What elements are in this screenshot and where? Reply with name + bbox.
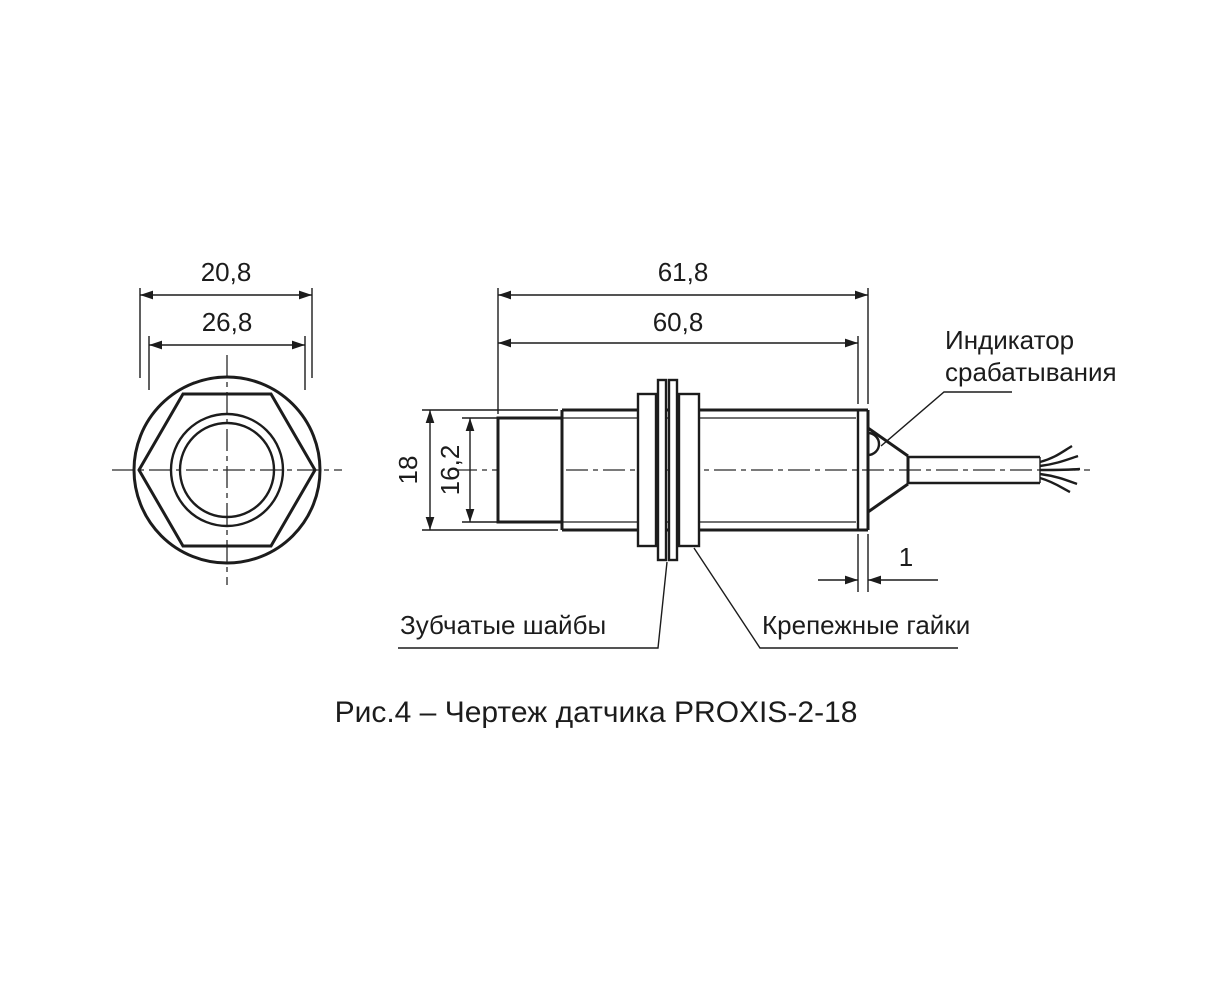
nuts-leader-line xyxy=(693,547,958,649)
callout-indicator: Индикатор срабатывания xyxy=(880,325,1117,447)
nuts-label: Крепежные гайки xyxy=(762,610,970,640)
dim-length-total-label: 61,8 xyxy=(658,257,709,287)
side-view: 61,8 60,8 18 16,2 xyxy=(393,257,1117,649)
dim-length-body-label: 60,8 xyxy=(653,307,704,337)
mounting-nut-left xyxy=(636,392,658,548)
front-face-circle-inner xyxy=(178,421,276,519)
indicator-leader-line xyxy=(880,391,1012,447)
front-outer-circle xyxy=(132,375,322,565)
dimension-length-body: 60,8 xyxy=(498,307,859,404)
dim-diameter-body-label: 18 xyxy=(393,456,423,485)
washers-leader-line xyxy=(398,561,668,649)
rear-cap xyxy=(867,426,910,514)
dimension-diameter-face: 16,2 xyxy=(435,417,500,523)
figure-caption: Рис.4 – Чертеж датчика PROXIS-2-18 xyxy=(335,696,858,729)
sensing-face-block xyxy=(496,416,564,524)
toothed-washer-1 xyxy=(656,378,668,562)
toothed-washer-2 xyxy=(667,378,679,562)
hex-nut-outline xyxy=(137,392,317,548)
led-indicator-dome xyxy=(867,431,881,457)
sensor-body xyxy=(560,408,870,532)
dimension-front-hex: 26,8 xyxy=(148,307,306,390)
front-view: 20,8 26,8 xyxy=(112,257,342,585)
dim-front-hex-label: 26,8 xyxy=(202,307,253,337)
dim-diameter-face-label: 16,2 xyxy=(435,445,465,496)
dimension-front-outer: 20,8 xyxy=(139,257,313,378)
nut-washer-assembly xyxy=(636,378,701,562)
dimension-diameter-body: 18 xyxy=(393,409,558,531)
cable xyxy=(908,444,1081,494)
cable-wire-strands xyxy=(1039,444,1081,494)
dim-front-outer-label: 20,8 xyxy=(201,257,252,287)
callout-nuts: Крепежные гайки xyxy=(693,547,970,649)
dim-end-ring-label: 1 xyxy=(899,542,913,572)
washers-label: Зубчатые шайбы xyxy=(400,610,606,640)
front-face-circle-outer xyxy=(169,412,285,528)
mounting-nut-right xyxy=(677,392,701,548)
dimension-end-ring: 1 xyxy=(818,534,938,592)
indicator-label-line2: срабатывания xyxy=(945,357,1117,387)
indicator-label-line1: Индикатор xyxy=(945,325,1074,355)
dimension-length-total: 61,8 xyxy=(497,257,869,414)
callout-washers: Зубчатые шайбы xyxy=(398,561,668,649)
